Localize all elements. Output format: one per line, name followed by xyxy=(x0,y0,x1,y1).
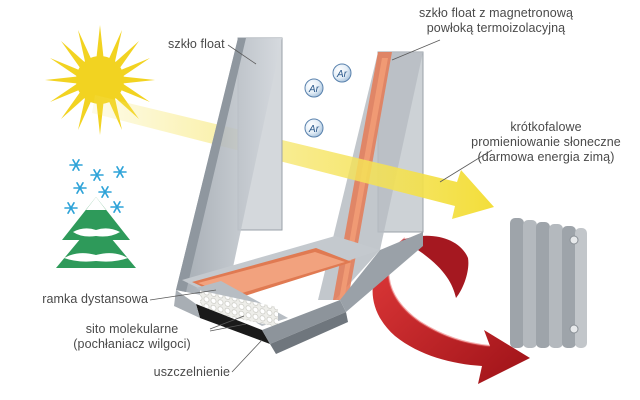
snowflake-icon xyxy=(110,201,124,213)
sealant-strip xyxy=(196,304,270,344)
label-float-glass: szkło float xyxy=(168,37,225,51)
argon-molecule-icon: Ar xyxy=(332,63,352,83)
radiator-icon xyxy=(510,218,587,348)
leader-lines xyxy=(149,39,493,373)
argon-molecule-icon: Ar xyxy=(304,118,324,138)
spacer-assembly xyxy=(174,232,423,354)
snowflake-icons xyxy=(64,159,127,214)
molecular-sieve xyxy=(200,290,278,328)
heat-return-arrow xyxy=(372,238,530,384)
heat-arrow-upper-lobe xyxy=(402,235,469,298)
snowflake-icon xyxy=(90,169,104,181)
label-sealant: uszczelnienie xyxy=(153,365,230,379)
argon-symbol: Ar xyxy=(336,69,348,80)
snowflake-icon xyxy=(69,159,83,171)
snowflake-icon xyxy=(98,186,112,198)
label-solar-radiation: krótkofalowe promieniowanie słoneczne (d… xyxy=(471,120,621,164)
snowflake-icon xyxy=(73,182,87,194)
snowflake-icon xyxy=(64,202,78,214)
snowflake-icon xyxy=(113,166,127,178)
argon-molecule-icon: Ar xyxy=(304,78,324,98)
float-glass-pane xyxy=(176,37,283,300)
solar-radiation-arrow xyxy=(92,95,494,219)
argon-molecules: Ar Ar Ar xyxy=(304,63,352,138)
label-spacer-frame: ramka dystansowa xyxy=(42,292,148,306)
label-coated-glass: szkło float z magnetronową powłoką termo… xyxy=(418,6,574,35)
snowy-tree-icon xyxy=(56,197,136,268)
argon-symbol: Ar xyxy=(308,124,320,135)
argon-symbol: Ar xyxy=(308,84,320,95)
label-molecular-sieve: sito molekularne (pochłaniacz wilgoci) xyxy=(73,322,191,351)
